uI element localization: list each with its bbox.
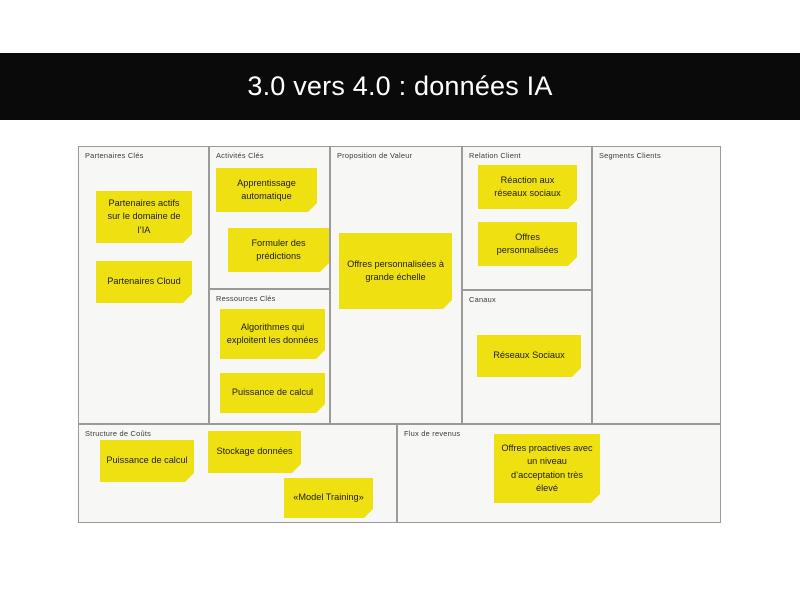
sticky-note-text: Réseaux Sociaux <box>493 350 565 361</box>
page-title: 3.0 vers 4.0 : données IA <box>247 71 553 101</box>
sticky-note-text: Offres personnalisées à grande échelle <box>347 258 444 282</box>
sticky-note[interactable]: Stockage données <box>208 431 301 473</box>
note-fold-corner-icon <box>364 509 373 518</box>
sticky-note[interactable]: Réaction aux réseaux sociaux <box>478 165 577 209</box>
canvas-cell-revenue-streams[interactable]: Flux de revenus Offres proactives avec u… <box>397 424 721 523</box>
note-fold-corner-icon <box>316 404 325 413</box>
cell-title-key-partners: Partenaires Clés <box>85 151 144 160</box>
sticky-note[interactable]: Offres proactives avec un niveau d’accep… <box>494 434 600 503</box>
cell-title-revenue-streams: Flux de revenus <box>404 429 461 438</box>
cell-title-customer-relationships: Relation Client <box>469 151 521 160</box>
sticky-note-text: Stockage données <box>216 446 293 457</box>
note-fold-corner-icon <box>292 464 301 473</box>
note-fold-corner-icon <box>572 368 581 377</box>
note-fold-corner-icon <box>183 294 192 303</box>
sticky-note[interactable]: «Model Training» <box>284 478 373 518</box>
cell-title-customer-segments: Segments Clients <box>599 151 661 160</box>
sticky-note-text: Algorithmes qui exploitent les données <box>226 321 319 345</box>
sticky-note[interactable]: Partenaires Cloud <box>96 261 192 303</box>
sticky-note-text: Apprentissage automatique <box>237 177 296 201</box>
sticky-note-text: Puissance de calcul <box>106 455 188 466</box>
sticky-note-text: Offres personnalisées <box>496 231 559 255</box>
note-fold-corner-icon <box>316 350 325 359</box>
sticky-note-text: Réaction aux réseaux sociaux <box>494 174 561 198</box>
note-fold-corner-icon <box>320 263 329 272</box>
business-model-canvas: Partenaires Clés Partenaires actifs sur … <box>78 146 721 523</box>
cell-title-channels: Canaux <box>469 295 496 304</box>
sticky-note-text: Partenaires Cloud <box>107 276 181 287</box>
note-fold-corner-icon <box>568 257 577 266</box>
note-fold-corner-icon <box>185 473 194 482</box>
sticky-note[interactable]: Offres personnalisées à grande échelle <box>339 233 452 309</box>
sticky-note-text: Offres proactives avec un niveau d’accep… <box>501 443 593 493</box>
sticky-note[interactable]: Formuler des prédictions <box>228 228 329 272</box>
note-fold-corner-icon <box>591 494 600 503</box>
cell-title-cost-structure: Structure de Coûts <box>85 429 152 438</box>
canvas-cell-channels[interactable]: Canaux Réseaux Sociaux <box>462 290 592 424</box>
sticky-note[interactable]: Réseaux Sociaux <box>477 335 581 377</box>
canvas-cell-customer-segments[interactable]: Segments Clients <box>592 146 721 424</box>
note-fold-corner-icon <box>443 300 452 309</box>
sticky-note[interactable]: Puissance de calcul <box>220 373 325 413</box>
sticky-note[interactable]: Offres personnalisées <box>478 222 577 266</box>
canvas-cell-key-partners[interactable]: Partenaires Clés Partenaires actifs sur … <box>78 146 209 424</box>
canvas-cell-key-resources[interactable]: Ressources Clés Algorithmes qui exploite… <box>209 289 330 424</box>
sticky-note-text: Formuler des prédictions <box>251 237 306 261</box>
note-fold-corner-icon <box>308 203 317 212</box>
canvas-cell-key-activities[interactable]: Activités Clés Apprentissage automatique… <box>209 146 330 289</box>
cell-title-key-activities: Activités Clés <box>216 151 264 160</box>
note-fold-corner-icon <box>568 200 577 209</box>
canvas-cell-customer-relationships[interactable]: Relation Client Réaction aux réseaux soc… <box>462 146 592 290</box>
sticky-note[interactable]: Apprentissage automatique <box>216 168 317 212</box>
sticky-note-text: Puissance de calcul <box>231 387 314 398</box>
sticky-note[interactable]: Algorithmes qui exploitent les données <box>220 309 325 359</box>
canvas-cell-value-proposition[interactable]: Proposition de Valeur Offres personnalis… <box>330 146 462 424</box>
sticky-note[interactable]: Partenaires actifs sur le domaine de l’I… <box>96 191 192 243</box>
canvas-cell-cost-structure[interactable]: Structure de Coûts Puissance de calcul S… <box>78 424 397 523</box>
sticky-note-text: «Model Training» <box>293 492 364 503</box>
cell-title-value-proposition: Proposition de Valeur <box>337 151 413 160</box>
sticky-note-text: Partenaires actifs sur le domaine de l’I… <box>107 198 181 235</box>
slide-title-banner: 3.0 vers 4.0 : données IA <box>0 53 800 120</box>
sticky-note[interactable]: Puissance de calcul <box>100 440 194 482</box>
cell-title-key-resources: Ressources Clés <box>216 294 276 303</box>
